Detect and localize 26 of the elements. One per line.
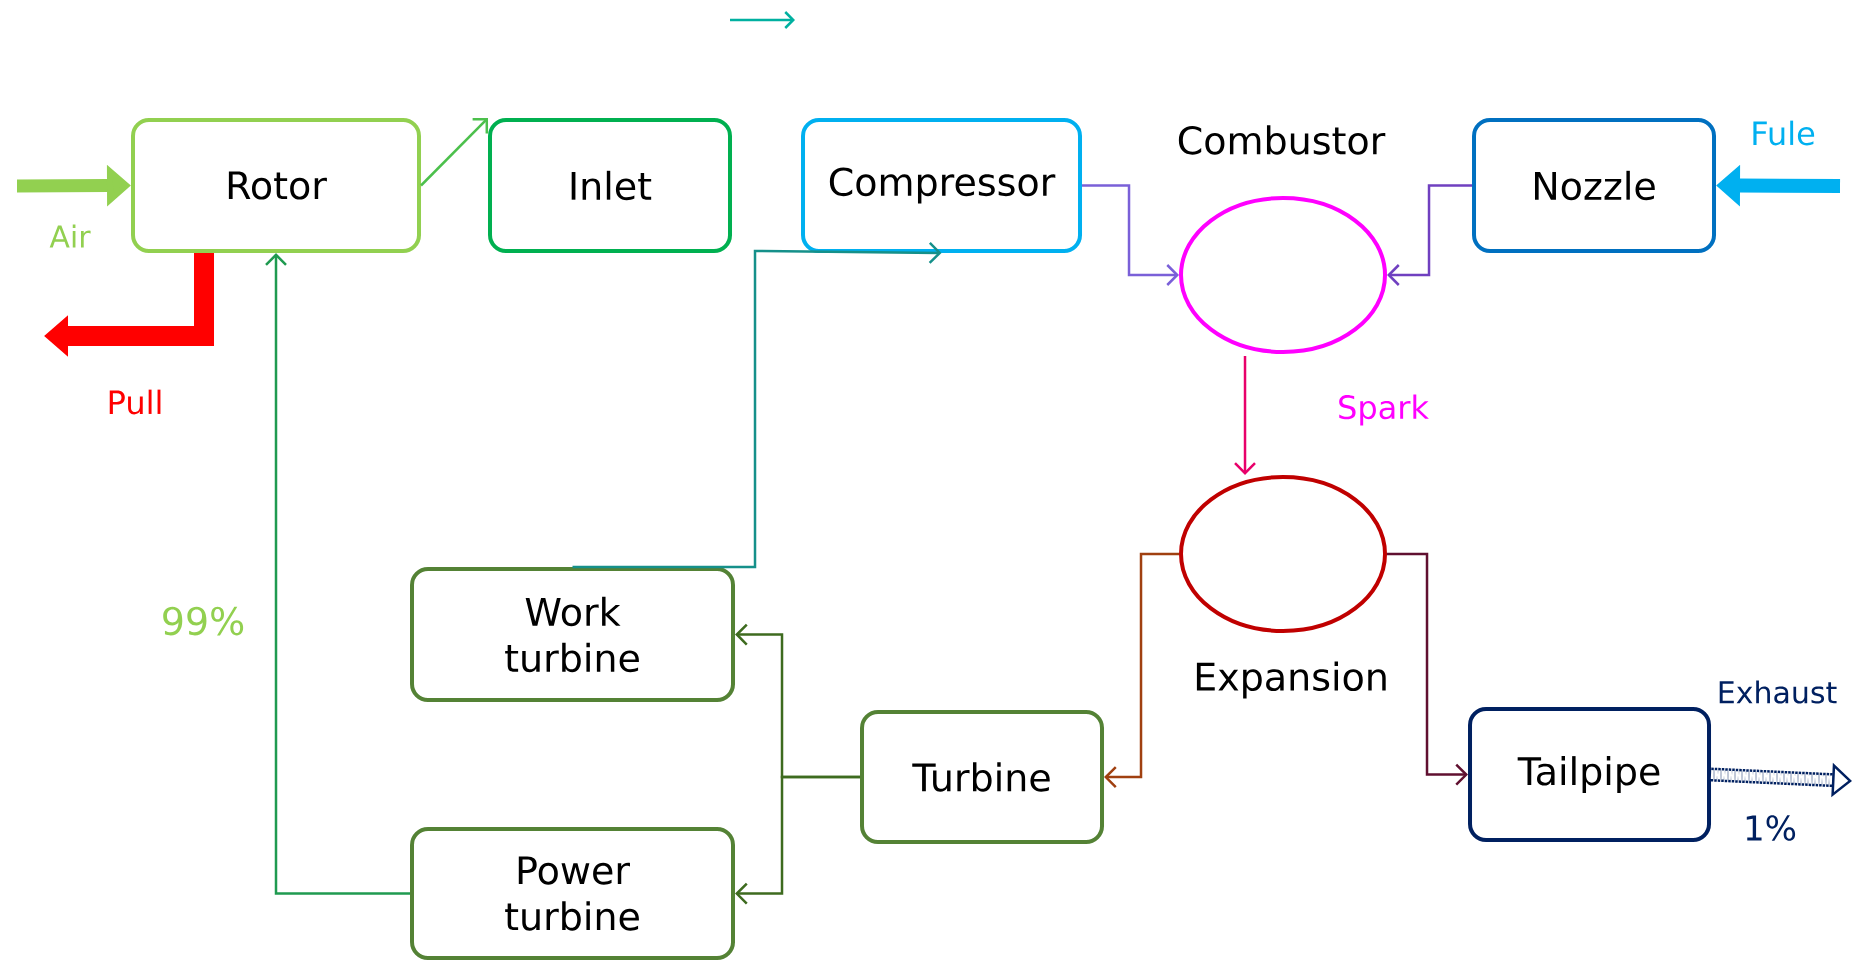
process-box: Nozzle — [1472, 118, 1716, 253]
arrow — [735, 775, 860, 905]
arrow — [265, 253, 410, 895]
arrow — [1104, 552, 1179, 788]
arrow — [1387, 552, 1468, 786]
node-heading: Combustor — [1178, 125, 1386, 155]
edge-label: Spark — [1335, 392, 1431, 428]
process-box: Rotor — [131, 118, 421, 253]
process-box: Work turbine — [410, 567, 735, 702]
edge-label: Pull — [104, 387, 166, 417]
process-box: Inlet — [488, 118, 732, 253]
edge-label: Fule — [1748, 118, 1818, 148]
arrow — [1387, 184, 1472, 286]
value-label: 1% — [1746, 815, 1796, 841]
process-box: Power turbine — [410, 827, 735, 960]
arrow — [572, 242, 942, 569]
process-box: Compressor — [801, 118, 1082, 253]
edge-label: 99% — [158, 604, 248, 638]
arrow — [420, 118, 489, 187]
arrow — [1234, 356, 1256, 475]
node-heading: Expansion — [1196, 661, 1386, 699]
edge-label: Air — [47, 222, 93, 250]
edge-label: Exhaust — [1714, 678, 1840, 706]
arrow — [1082, 184, 1179, 286]
process-box: Turbine — [860, 710, 1104, 844]
process-box: Tailpipe — [1468, 707, 1711, 842]
